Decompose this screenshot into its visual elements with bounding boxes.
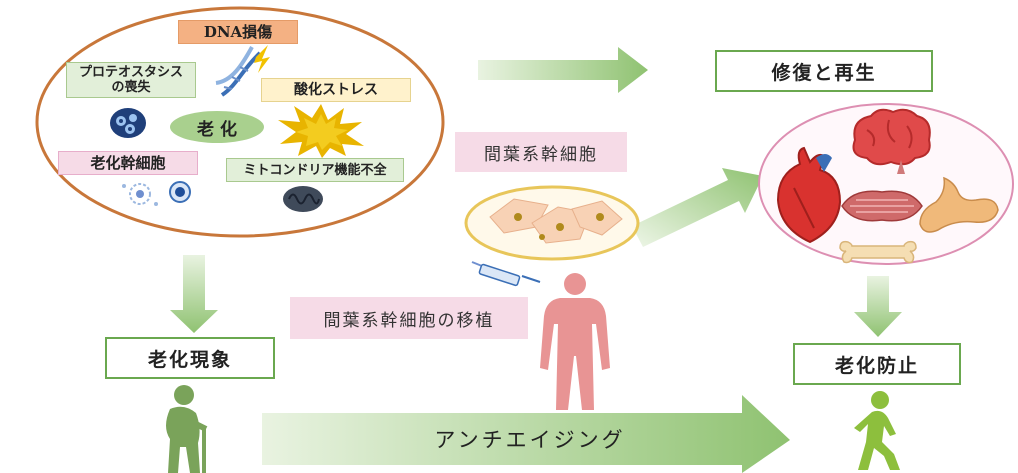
aging-prevention-label-box: 老化防止 [793,343,961,385]
protein-aggregate-icon [110,108,146,138]
arrow-to-aging-prevention [854,276,902,337]
dna-damage-tag: DNA損傷 [178,20,298,44]
bone-icon [839,240,917,264]
aged-stem-cells-label: 老化幹細胞 [90,153,166,172]
repair-label-box: 修復と再生 [715,50,933,92]
transplant-label-box: 間葉系幹細胞の移植 [290,297,528,339]
human-body-icon [540,273,610,410]
proteostasis-label: プロテオスタシス の喪失 [78,65,183,95]
oxidative-stress-label: 酸化ストレス [294,81,378,98]
oxidative-burst-icon [278,104,364,158]
aged-stem-cell-icon [122,181,191,206]
pancreas-icon [919,176,999,233]
muscle-icon [841,190,923,222]
oxidative-stress-tag: 酸化ストレス [261,78,411,102]
aged-stem-cells-tag: 老化幹細胞 [58,151,198,175]
walking-person-icon [854,391,900,470]
repair-label: 修復と再生 [771,61,877,84]
anti-aging-label: アンチエイジング [434,428,626,452]
elderly-person-icon [166,385,208,473]
stem-cell-label: 間葉系幹細胞 [484,144,598,165]
mitochondria-label: ミトコンドリア機能不全 [243,162,387,178]
stem-cell-dish-icon [464,185,640,261]
mitochondria-tag: ミトコンドリア機能不全 [226,158,404,182]
dna-damage-label: DNA損傷 [203,22,273,41]
aging-prevention-label: 老化防止 [834,354,919,377]
dna-helix-icon [215,45,270,97]
stem-cell-label-box: 間葉系幹細胞 [455,132,627,172]
arrow-to-repair [478,47,648,93]
aging-phenomenon-label-box: 老化現象 [105,337,275,379]
arrow-cells-to-organs [632,168,763,247]
proteostasis-tag: プロテオスタシス の喪失 [66,62,196,98]
mitochondria-icon [283,186,323,212]
anti-aging-label-box: アンチエイジング [400,418,660,460]
aging-center-badge: 老 化 [170,111,264,143]
syringe-icon [471,261,541,287]
arrow-to-aging-phenomenon [170,255,218,333]
aging-center-label: 老 化 [197,119,237,140]
heart-icon [776,146,842,244]
aging-phenomenon-label: 老化現象 [147,348,232,371]
transplant-label: 間葉系幹細胞の移植 [323,310,495,331]
brain-icon [852,108,931,174]
arrow-anti-aging [262,395,790,473]
